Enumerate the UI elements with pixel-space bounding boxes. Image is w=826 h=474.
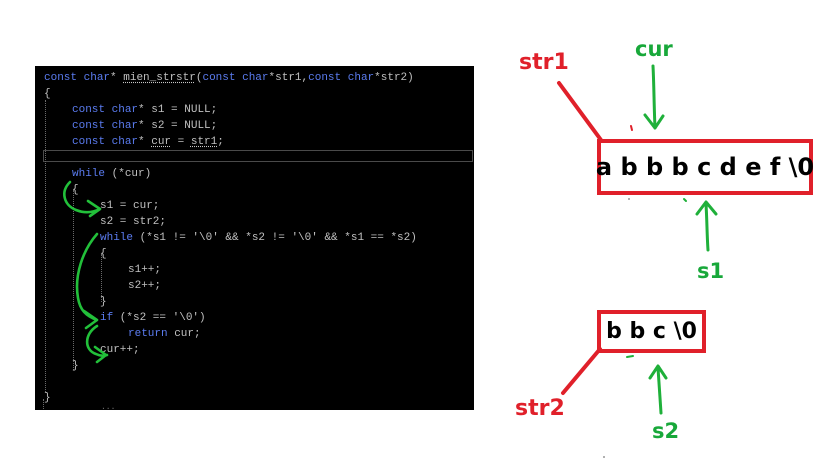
code-line-1: const char* mien_strstr(const char*str1,… [44,70,414,86]
code-line-5: const char* cur = str1; [72,134,224,150]
green-tick-mark [626,355,634,358]
label-str2: str2 [515,396,565,421]
label-str1: str1 [519,50,569,75]
str2-pointer-line [561,347,602,395]
code-line-13: s1++; [128,264,162,276]
code-line-11: while (*s1 != '\0' && *s2 != '\0' && *s1… [100,230,417,246]
keyword-return: return [128,328,168,340]
keyword-const: const [72,136,106,148]
green-tick-mark [683,198,687,202]
code-token: (*s1 != '\0' && *s2 != '\0' && *s1 == *s… [133,232,417,244]
code-token: ( [195,72,203,84]
label-s2: s2 [652,419,680,443]
code-token: (*cur) [105,168,152,180]
label-cur: cur [635,37,673,61]
code-token: * [138,136,152,148]
indent-guide [73,190,74,370]
variable-cur: cur [151,136,172,148]
keyword-char: char [111,120,139,132]
code-line-17: return cur; [128,326,201,342]
code-line-4: const char* s2 = NULL; [72,118,217,134]
keyword-const: const [308,72,342,84]
current-line-highlight [43,150,473,162]
code-token: *str2) [374,72,414,84]
stray-dot [603,456,605,458]
code-token: cur; [167,328,201,340]
label-s1: s1 [697,259,725,283]
fold-guide [43,399,44,409]
code-line-18: cur++; [100,344,140,356]
keyword-while: while [72,168,106,180]
keyword-const: const [72,104,106,116]
keyword-const: const [72,120,106,132]
flow-arrow-increment [85,324,109,364]
str2-contents: b b c \0 [606,319,697,344]
flow-arrow-loop-body [75,232,99,330]
flow-arrow-into-loop [63,180,102,218]
red-tick-mark [630,125,633,131]
code-line-10: s2 = str2; [100,216,167,228]
code-line-14: s2++; [128,280,162,292]
code-line-16: if (*s2 == '\0') [100,310,206,326]
s1-arrow [695,200,718,252]
code-line-7: while (*cur) [72,166,151,182]
str1-contents: a b b b c d e f \0 [595,153,815,181]
keyword-char: char [111,104,139,116]
code-token: * s1 = NULL; [138,104,218,116]
s2-arrow [648,364,668,415]
code-line-2: { [44,88,51,100]
code-line-8: { [72,184,79,196]
indent-guide [101,254,102,302]
str2-memory-box: b b c \0 [597,310,706,353]
code-token: * [110,72,117,84]
code-line-21: ... [101,403,116,410]
stray-dot [628,198,630,200]
code-line-3: const char* s1 = NULL; [72,102,217,118]
code-token: * s2 = NULL; [138,120,218,132]
indent-guide [45,100,46,392]
code-line-15: } [100,296,107,308]
code-token: ; [217,136,224,148]
code-line-20: } [44,392,51,404]
code-token: = [171,136,191,148]
keyword-const: const [44,72,78,84]
cur-arrow [643,64,665,130]
keyword-char: char [347,72,375,84]
code-line-19: } [72,360,79,372]
function-name: mien_strstr [123,72,196,84]
code-token: *str1, [268,72,309,84]
keyword-while: while [100,232,134,244]
code-line-12: { [100,248,107,260]
str1-pointer-line [557,81,603,142]
code-token: (*s2 == '\0') [113,312,206,324]
keyword-if: if [100,312,114,324]
keyword-char: char [111,136,139,148]
keyword-const: const [202,72,236,84]
code-editor-panel: const char* mien_strstr(const char*str1,… [35,66,474,410]
variable-str1: str1 [190,136,218,148]
str1-memory-box: a b b b c d e f \0 [595,139,815,195]
keyword-char: char [242,72,269,84]
code-line-9: s1 = cur; [100,200,160,212]
keyword-char: char [83,72,111,84]
